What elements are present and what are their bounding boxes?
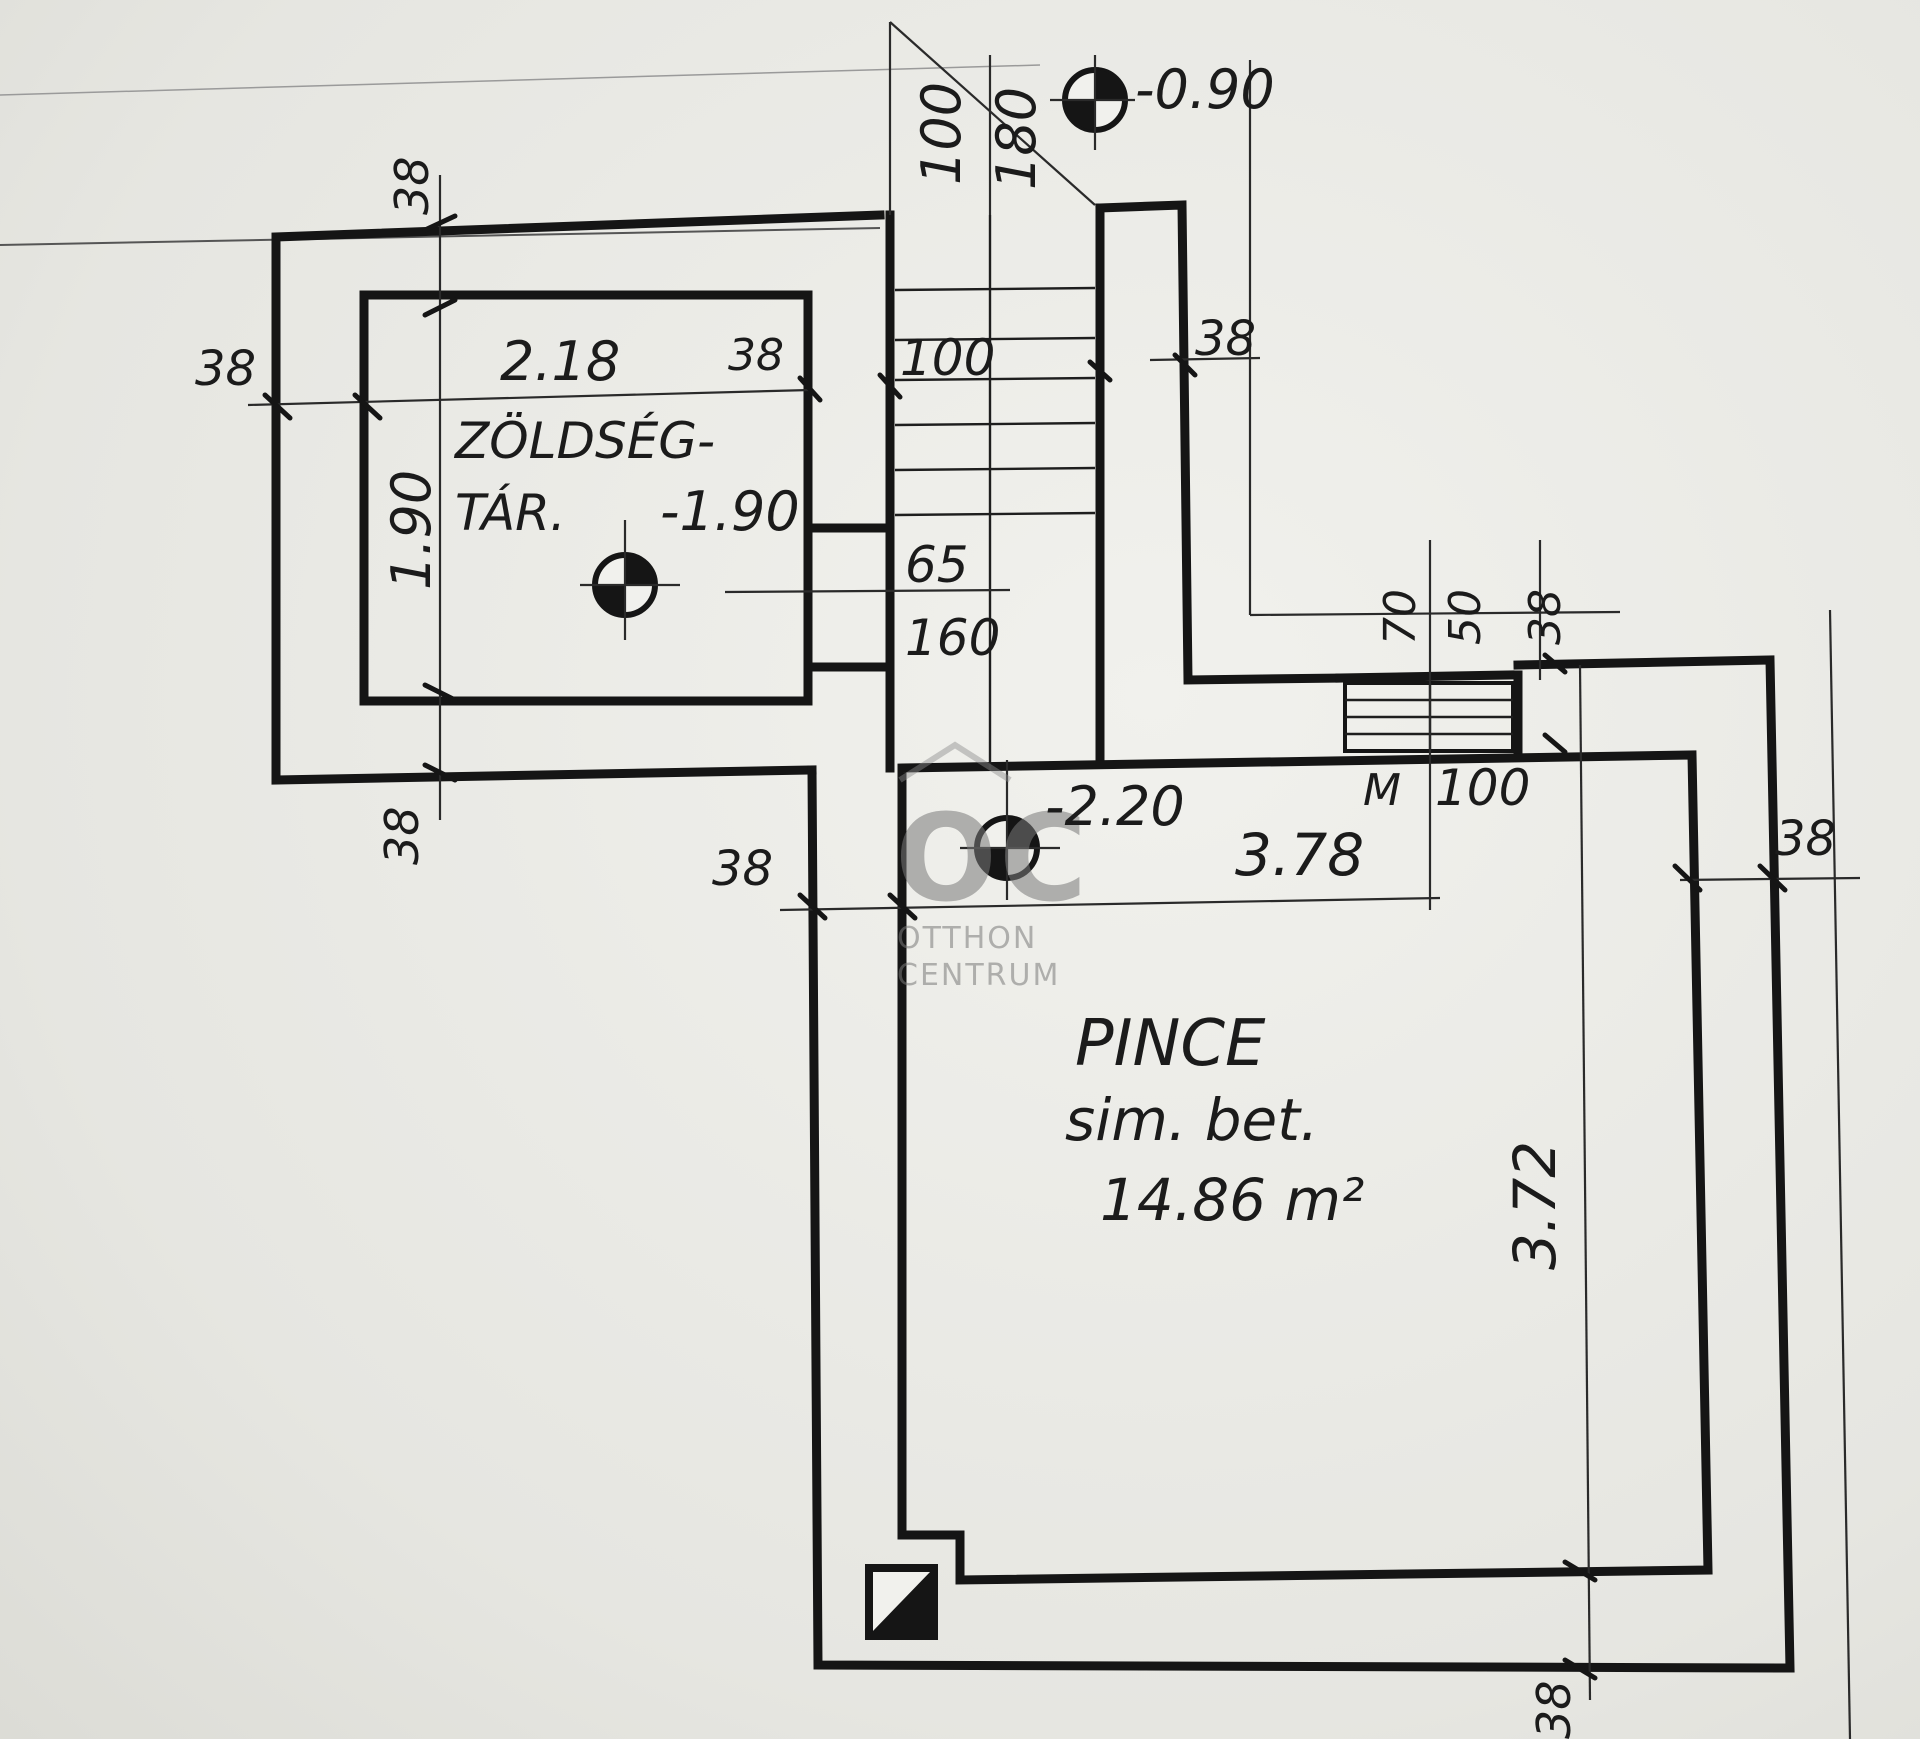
dim-cellar-height: 3.72 [1501,1141,1569,1270]
dim-stair-run-100: 100 [910,82,973,185]
stair-outer-wall [1095,200,1345,685]
dim-stair-right-wall: 38 [1195,311,1256,367]
dim-step-70: 70 [1375,589,1426,645]
dimension-lines [247,55,1861,1739]
storage-level: -1.90 [660,480,800,543]
watermark-logo: OC OTTHON CENTRUM [895,741,1089,993]
landing-wall [1335,670,1515,683]
cellar-inner-wall [897,750,1713,1585]
dim-door-65: 65 [905,536,969,594]
paper-guide-line [0,64,1041,96]
dim-top-wall: 38 [385,156,439,215]
door-mark: M [1363,765,1401,816]
dim-storage-bottom-wall: 38 [375,806,429,865]
dim-cellar-width: 3.78 [1235,821,1364,889]
cellar-name: PINCE [1075,1007,1266,1081]
dim-stair-width: 100 [900,329,995,387]
chimney-fill [872,1572,930,1632]
storage-outer-wall [271,210,885,785]
cellar-floor: sim. bet. [1065,1086,1318,1154]
dim-storage-right-wall: 38 [728,330,784,381]
dim-cellar-bottom-wall: 38 [1527,1680,1581,1739]
watermark-logo-text: OC [895,790,1089,929]
dim-door-100: 100 [1435,759,1530,817]
level-marker-entry [1050,55,1135,150]
storage-name-line1: ZÖLDSÉG- [453,411,715,470]
stair-entry-line [889,21,1096,206]
dim-cellar-left-wall: 38 [712,841,773,897]
storage-name-line2: TÁR. [455,483,566,542]
storage-inner-wall [359,290,813,706]
watermark-line2: CENTRUM [897,958,1060,993]
dim-step-50: 50 [1440,589,1491,645]
cellar-outer-wall [807,655,1795,1673]
main-stair [894,215,1096,770]
level-marker-cellar [960,760,1060,900]
level-entry: -0.90 [1135,58,1275,121]
cellar-area: 14.86 m² [1100,1166,1364,1234]
level-marker-storage [580,520,680,640]
dim-step-38: 38 [1520,589,1571,645]
dimension-ticks [262,213,1788,1681]
dim-cellar-right-wall: 38 [1775,811,1836,867]
dim-stair-run-180: 180 [985,87,1048,190]
dim-storage-height: 1.90 [380,470,443,590]
dim-storage-width: 2.18 [500,330,620,393]
watermark-line1: OTTHON [897,921,1037,956]
level-cellar: -2.20 [1045,775,1185,838]
dim-door-160: 160 [905,609,1000,667]
dim-left-wall: 38 [195,341,256,397]
